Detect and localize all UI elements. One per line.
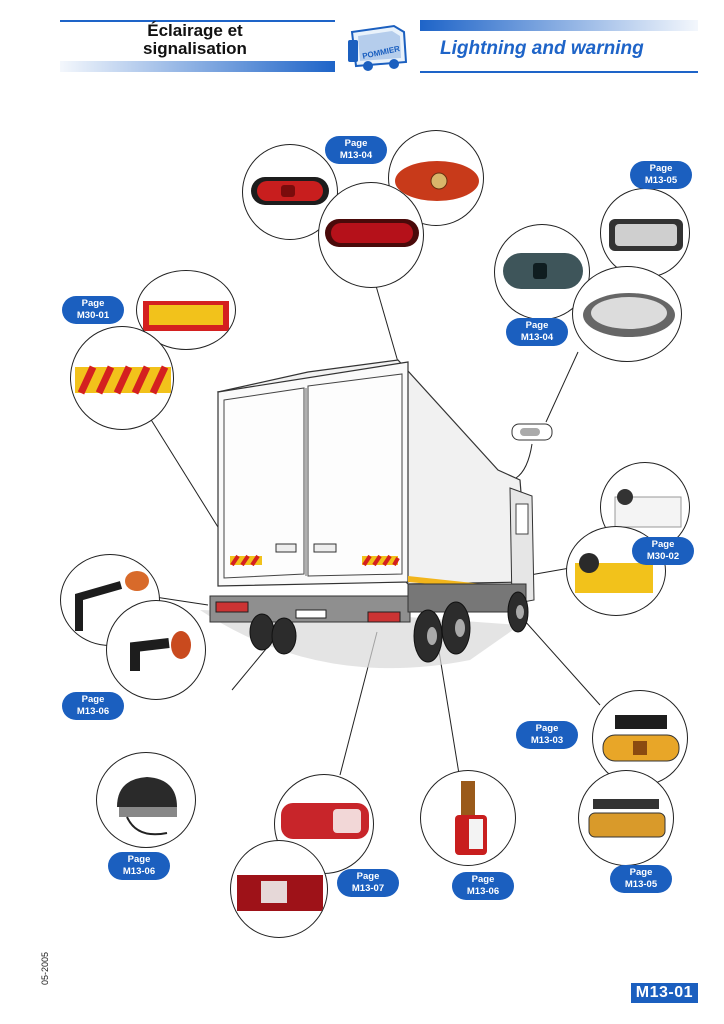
badge-ref: M30-01: [76, 310, 110, 321]
circle-white-marker: [572, 266, 682, 362]
badge-m13-05-bottom[interactable]: Page M13-05: [610, 865, 672, 893]
badge-m13-06-bottom-left[interactable]: Page M13-06: [108, 852, 170, 880]
circle-rear-lamp-bottom: [230, 840, 328, 938]
title-fr-line1: Éclairage et: [147, 21, 243, 40]
badge-label: Page: [356, 871, 380, 882]
badge-ref: M13-04: [520, 332, 554, 343]
badge-ref: M30-02: [646, 551, 680, 562]
rear-stripe-left: [230, 554, 262, 567]
badge-m13-07[interactable]: Page M13-07: [337, 869, 399, 897]
header-gradient-right: [420, 20, 698, 31]
circle-stalk-lamp: [420, 770, 516, 866]
badge-label: Page: [344, 138, 368, 149]
circle-amber-marker-plate: [578, 770, 674, 866]
badge-ref: M13-05: [624, 879, 658, 890]
badge-ref: M13-06: [466, 886, 500, 897]
badge-label: Page: [81, 694, 105, 705]
rear-stripe-right: [362, 554, 400, 567]
badge-ref: M13-04: [339, 150, 373, 161]
badge-m13-04-top[interactable]: Page M13-04: [325, 136, 387, 164]
pommier-logo: POMMIER: [344, 22, 416, 74]
badge-label: Page: [535, 723, 559, 734]
circle-plate-lamp: [96, 752, 196, 848]
badge-label: Page: [81, 298, 105, 309]
circle-red-marker-center: [318, 182, 424, 288]
badge-m30-02[interactable]: Page M30-02: [632, 537, 694, 565]
badge-label: Page: [649, 163, 673, 174]
circle-clear-marker: [600, 188, 690, 278]
badge-label: Page: [471, 874, 495, 885]
circle-outline-lamp-straight: [106, 600, 206, 700]
badge-label: Page: [127, 854, 151, 865]
badge-m13-06-left[interactable]: Page M13-06: [62, 692, 124, 720]
circle-red-marker-left: [242, 144, 338, 240]
badge-m13-03[interactable]: Page M13-03: [516, 721, 578, 749]
badge-ref: M13-03: [530, 735, 564, 746]
badge-m13-04-right[interactable]: Page M13-04: [506, 318, 568, 346]
badge-label: Page: [525, 320, 549, 331]
circle-warning-plate-chevron: [70, 326, 174, 430]
badge-m13-06-bottom[interactable]: Page M13-06: [452, 872, 514, 900]
header-gradient-left: [60, 61, 335, 72]
badge-ref: M13-06: [76, 706, 110, 717]
badge-m30-01[interactable]: Page M30-01: [62, 296, 124, 324]
badge-m13-05-top[interactable]: Page M13-05: [630, 161, 692, 189]
edition-date: 05-2005: [40, 951, 50, 985]
badge-label: Page: [651, 539, 675, 550]
badge-ref: M13-06: [122, 866, 156, 877]
badge-label: Page: [629, 867, 653, 878]
page-number: M13-01: [630, 983, 698, 1003]
badge-ref: M13-07: [351, 883, 385, 894]
title-fr-line2: signalisation: [143, 39, 247, 58]
header-rule-left: [60, 20, 335, 22]
badge-ref: M13-05: [644, 175, 678, 186]
page-title-fr: Éclairage et signalisation: [60, 22, 330, 58]
circle-amber-marker-bracket: [592, 690, 688, 786]
page-title-en: Lightning and warning: [440, 38, 644, 59]
header-rule-right: [420, 71, 698, 73]
